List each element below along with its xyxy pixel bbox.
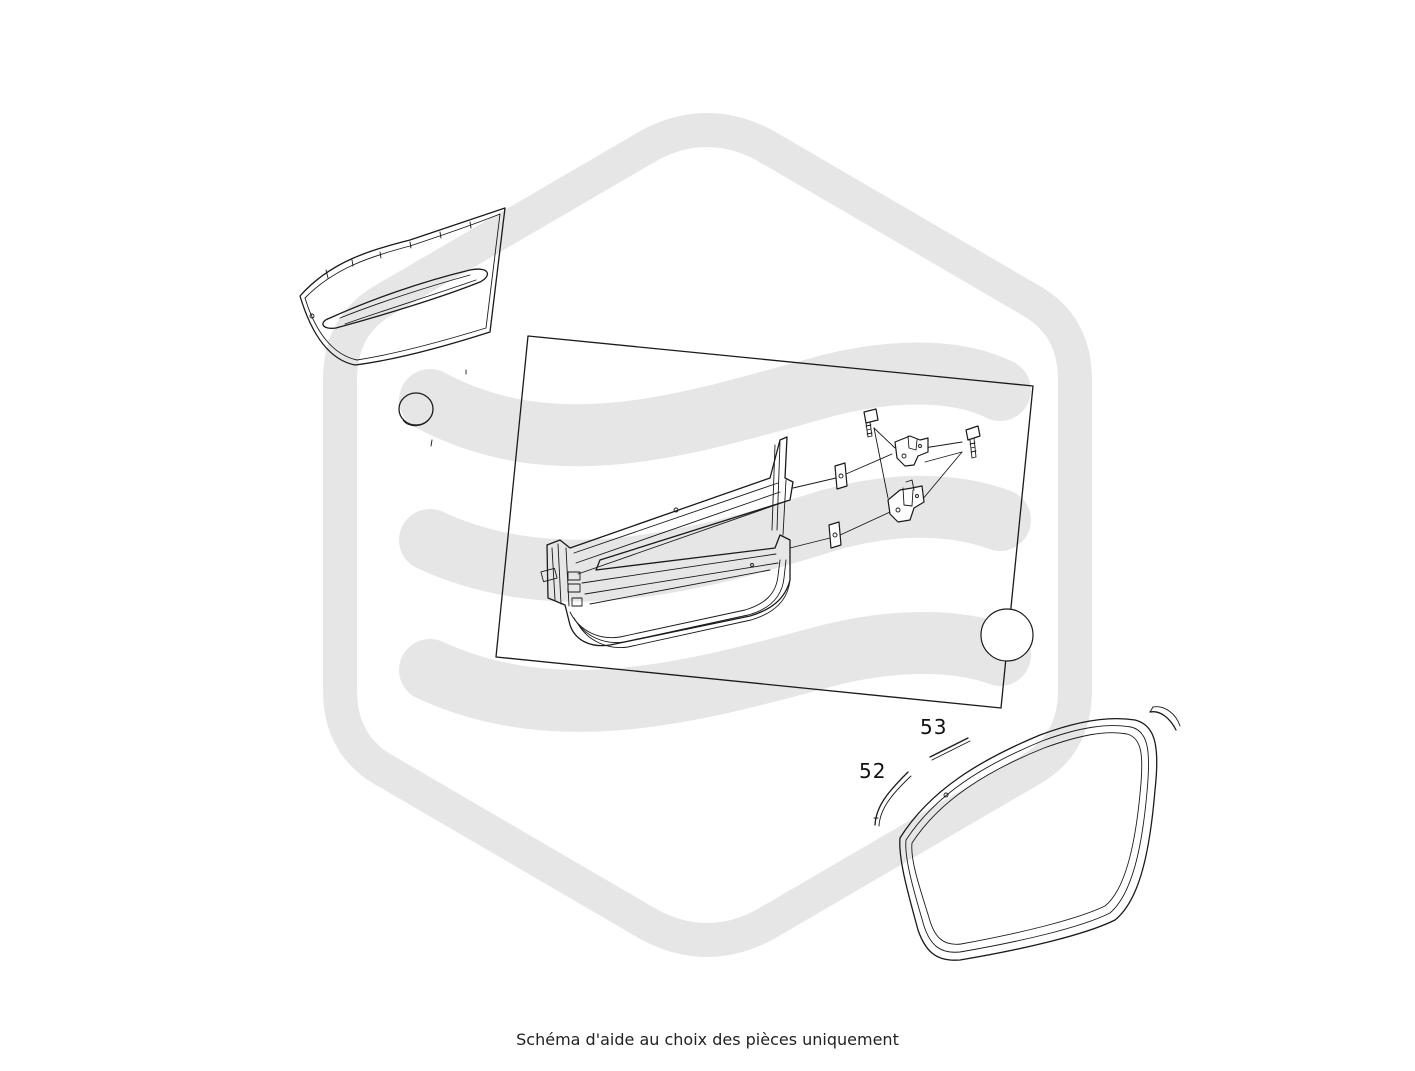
- seal-end-piece[interactable]: [1149, 706, 1181, 731]
- callout-53: 53: [920, 715, 947, 739]
- watermark-wave-top: [399, 342, 1031, 467]
- door-hinge-lower[interactable]: [887, 479, 925, 523]
- door-shell[interactable]: [540, 436, 794, 649]
- door-plug[interactable]: [398, 369, 467, 447]
- leader-lines: [789, 427, 963, 549]
- hinge-bolt-left[interactable]: [863, 408, 879, 438]
- disclaimer-caption: Schéma d'aide au choix des pièces unique…: [516, 1030, 899, 1049]
- hinge-bolt-right[interactable]: [965, 425, 981, 459]
- door-trim-panel[interactable]: [299, 207, 506, 366]
- watermark-wave-bottom: [399, 612, 1031, 732]
- hinge-plate-lower[interactable]: [828, 521, 842, 549]
- callout-52: 52: [859, 759, 886, 783]
- part-53-strip[interactable]: 53: [920, 715, 971, 761]
- door-weatherstrip[interactable]: [899, 717, 1158, 961]
- door-hinge-upper[interactable]: [894, 435, 929, 467]
- watermark-hexagon: [323, 113, 1092, 957]
- hinge-plate-upper[interactable]: [834, 462, 848, 490]
- watermark-wave-middle: [399, 475, 1031, 602]
- inset-frame: [495, 335, 1034, 709]
- watermark-logo: [323, 113, 1092, 957]
- part-52-seal-piece[interactable]: 52: [859, 759, 912, 827]
- detail-circle: [980, 608, 1034, 662]
